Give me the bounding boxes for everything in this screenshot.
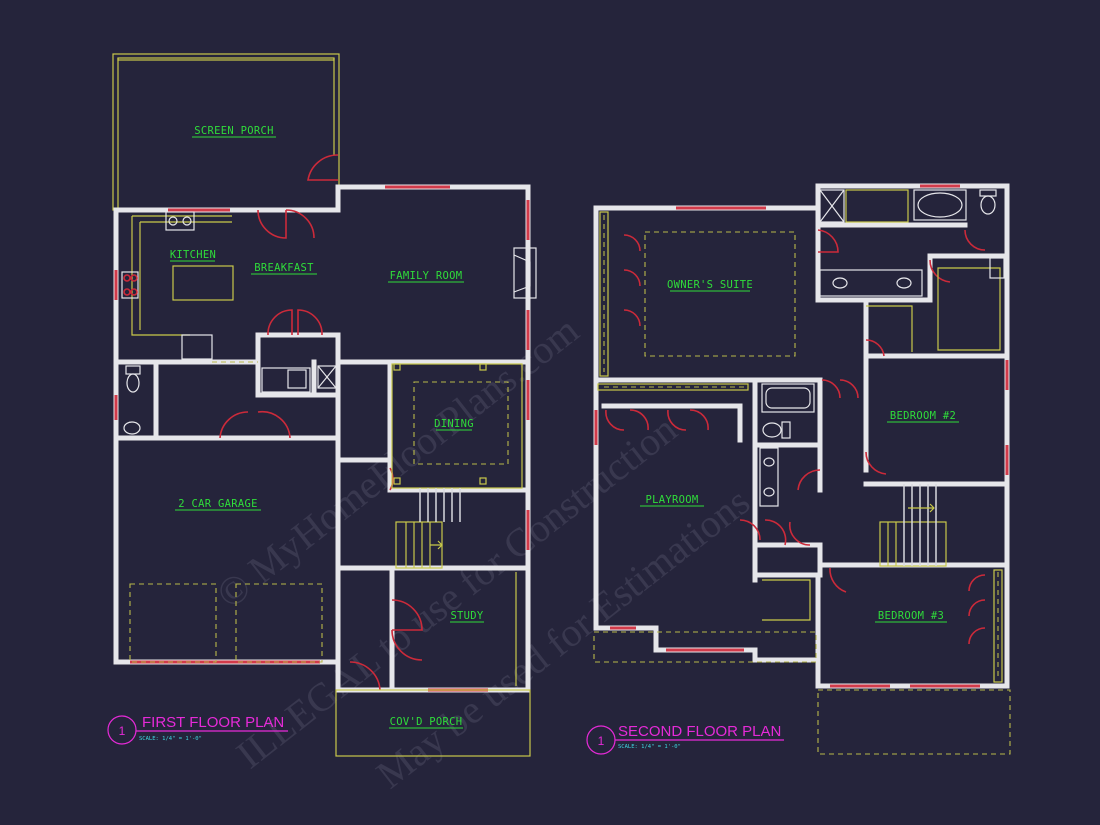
first-floor-title-block: 1 FIRST FLOOR PLAN SCALE: 1/4" = 1'-0": [107, 714, 288, 745]
label-bedroom-3: BEDROOM #3: [878, 610, 944, 622]
label-study: STUDY: [450, 610, 483, 622]
hall-bath-fixtures: [759, 383, 815, 507]
second-floor-roof-outlines: [593, 631, 1011, 755]
label-garage: 2 CAR GARAGE: [178, 498, 257, 510]
second-floor-doors: [605, 229, 986, 645]
label-playroom: PLAYROOM: [646, 494, 699, 506]
label-covd-porch: COV'D PORCH: [390, 716, 463, 728]
owners-suite-furniture-outline: [644, 231, 796, 357]
garage-door-outlines: [129, 583, 323, 663]
second-floor-interior-walls: [593, 205, 1010, 689]
second-floor-room-labels: OWNER'S SUITE BEDROOM #2 PLAYROOM BEDROO…: [640, 279, 959, 623]
label-screen-porch: SCREEN PORCH: [194, 125, 273, 137]
first-floor-stairs: [395, 488, 461, 569]
dining-area: [391, 363, 523, 489]
second-floor-closets: [597, 211, 1003, 683]
second-floor-view-number: 1: [598, 734, 605, 748]
label-family-room: FAMILY ROOM: [390, 270, 463, 282]
second-floor-scale: SCALE: 1/4" = 1'-0": [618, 744, 681, 750]
label-dining: DINING: [434, 418, 474, 430]
fireplace: [513, 247, 537, 299]
first-floor-interior-walls: [113, 332, 531, 693]
label-bedroom-2: BEDROOM #2: [890, 410, 956, 422]
first-floor-view-number: 1: [119, 724, 126, 738]
label-kitchen: KITCHEN: [170, 249, 216, 261]
covered-porch-outline: [335, 689, 531, 757]
first-floor-room-labels: SCREEN PORCH KITCHEN BREAKFAST FAMILY RO…: [170, 125, 484, 729]
first-floor-bath-fixtures: [123, 365, 337, 435]
second-floor-stairs: [879, 484, 947, 567]
owners-bath-fixtures: [819, 189, 1005, 297]
kitchen-fixtures: [121, 211, 258, 363]
first-floor-doors: [219, 154, 423, 691]
first-floor-plan: SCREEN PORCH KITCHEN BREAKFAST FAMILY RO…: [107, 53, 537, 757]
second-floor-plan: OWNER'S SUITE BEDROOM #2 PLAYROOM BEDROO…: [586, 183, 1011, 755]
first-floor-title: FIRST FLOOR PLAN: [142, 714, 284, 731]
second-floor-windows: [594, 184, 1009, 688]
first-floor-scale: SCALE: 1/4" = 1'-0": [139, 736, 202, 742]
second-floor-title: SECOND FLOOR PLAN: [618, 723, 781, 740]
label-breakfast: BREAKFAST: [254, 262, 314, 274]
label-owners-suite: OWNER'S SUITE: [667, 279, 753, 291]
first-floor-view-bubble: [107, 715, 137, 745]
second-floor-title-block: 1 SECOND FLOOR PLAN SCALE: 1/4" = 1'-0": [586, 723, 784, 755]
